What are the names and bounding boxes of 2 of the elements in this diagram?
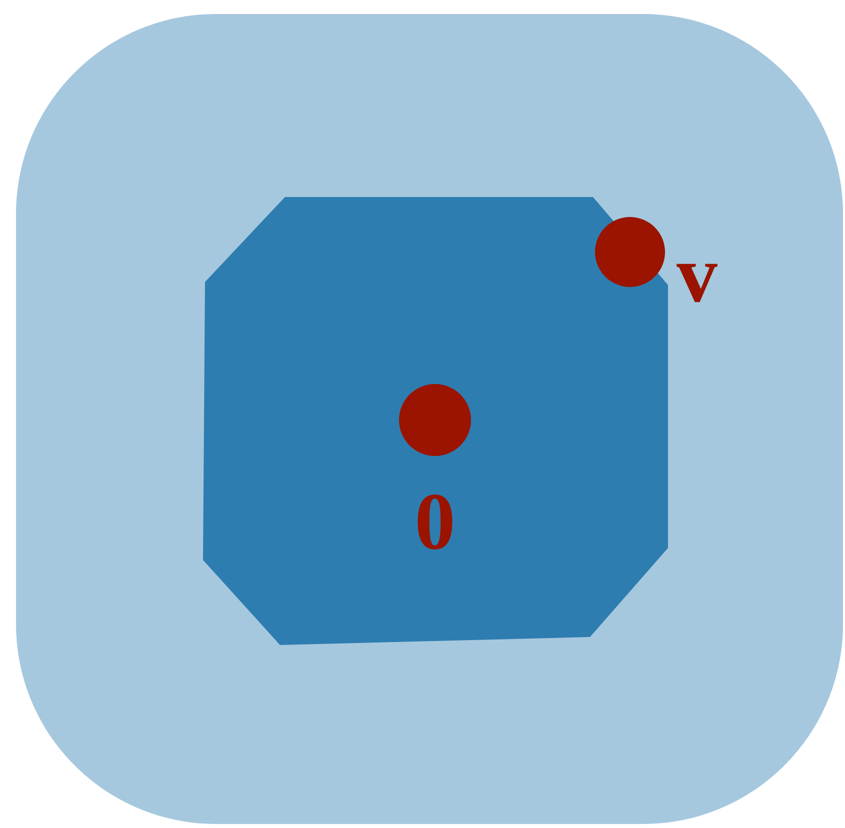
point-label: 0 — [418, 494, 452, 550]
point-label: v — [676, 264, 718, 302]
